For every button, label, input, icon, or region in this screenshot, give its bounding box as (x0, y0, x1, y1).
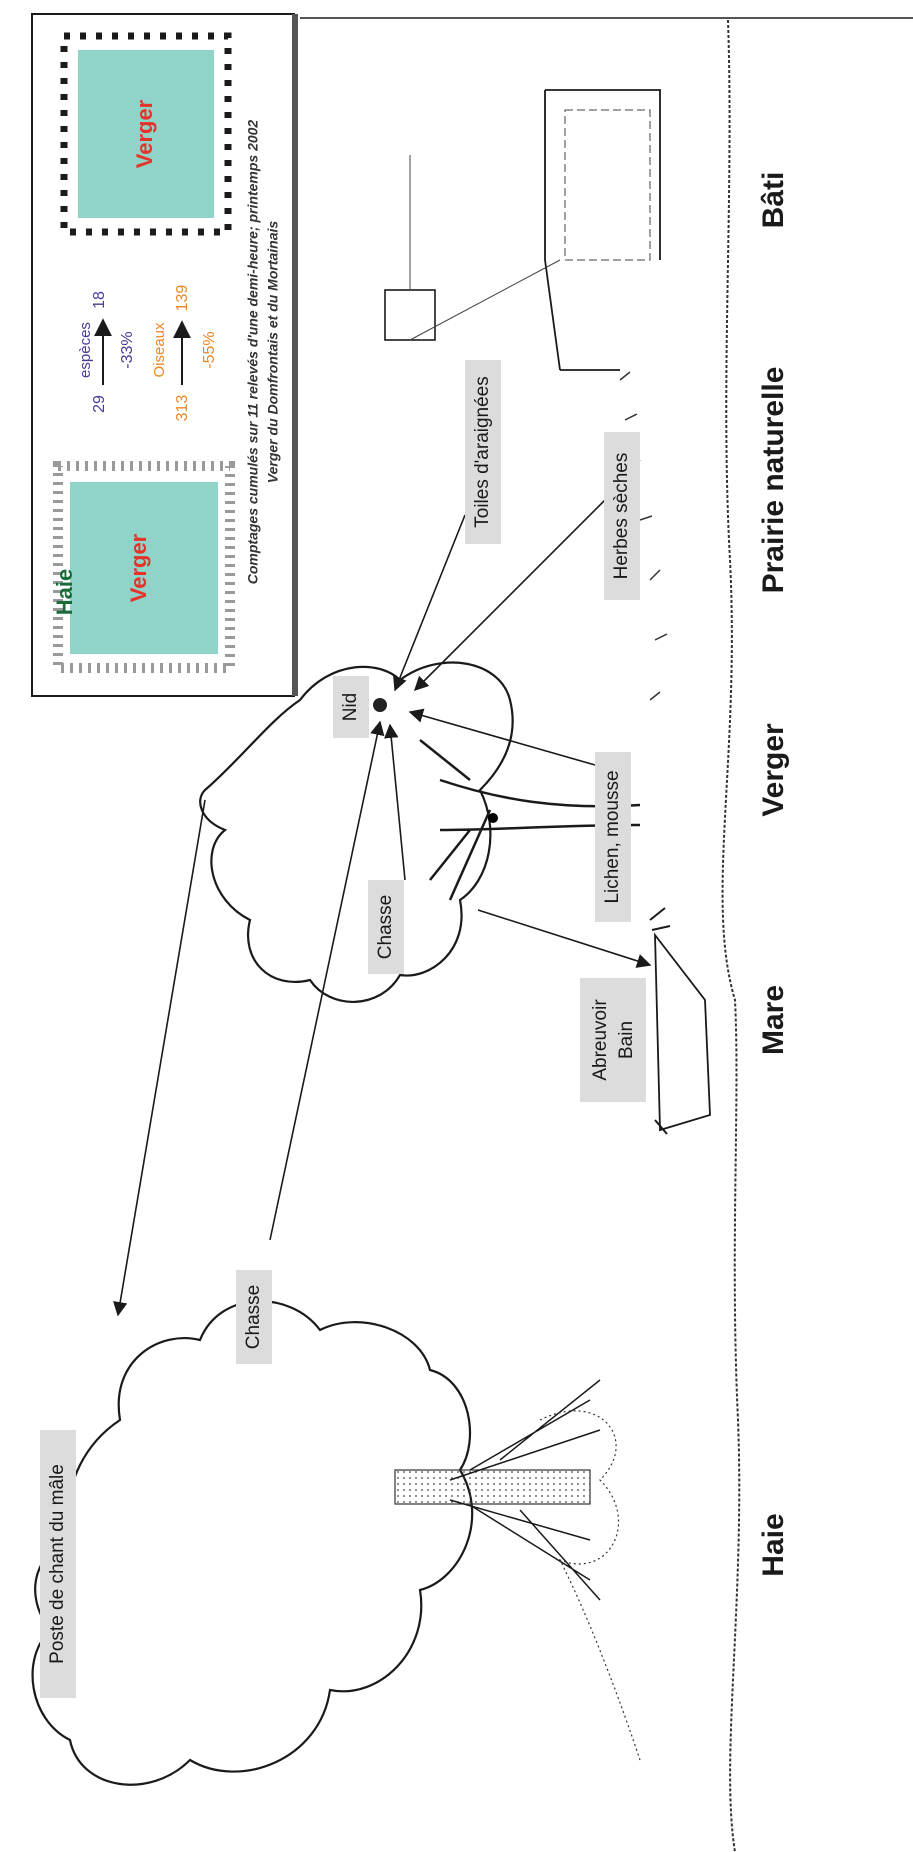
birds-change: -55% (201, 331, 218, 368)
orchard-tree-canopy (199, 661, 514, 1003)
species-to: 18 (91, 291, 108, 309)
hedge-border-orchard: Haie Verger (52, 461, 235, 673)
legend-caption-line1: Comptages cumulés sur 11 relevés d'une d… (245, 120, 261, 585)
nest-bird (373, 698, 387, 712)
species-comparison: espèces 29 18 -33% (77, 291, 136, 413)
ground-line (721, 19, 741, 1852)
arrow-abreuvoir (477, 909, 652, 968)
label-lichen: Lichen, mousse (595, 752, 631, 922)
legend-caption-line2: Verger du Domfrontais et du Mortainais (265, 221, 281, 484)
hedge-shrubs (449, 1379, 601, 1601)
pond (654, 932, 711, 1132)
birds-to: 139 (174, 285, 191, 312)
habitat-haie: Haie (757, 1513, 790, 1576)
label-chasse-right: Chasse (368, 880, 404, 974)
species-label: espèces (77, 322, 94, 378)
legend-box: Haie Verger Verger espèces 29 18 -33% Oi… (31, 13, 298, 697)
hedge-base (539, 1410, 641, 1761)
hedge-tree-trunk (394, 1469, 591, 1505)
label-toiles: Toiles d'araignées (465, 360, 501, 544)
label-abreuvoir-text: Abreuvoir (590, 999, 611, 1081)
building-lines (409, 155, 561, 341)
arrow-chasse-left (269, 720, 385, 1241)
label-toiles-text: Toiles d'araignées (472, 376, 493, 528)
pond-reeds (649, 907, 671, 1135)
birds-from: 313 (174, 395, 191, 422)
bare-orchard: Verger (60, 32, 232, 236)
label-poste-text: Poste de chant du mâle (47, 1464, 68, 1664)
species-from: 29 (91, 395, 108, 413)
legend-hedge-title: Haie (52, 569, 77, 615)
arrow-herbes (413, 499, 606, 692)
label-chasse-left-text: Chasse (243, 1285, 264, 1349)
label-chasse-left: Chasse (236, 1270, 272, 1364)
habitat-mare: Mare (757, 985, 790, 1055)
species-change: -33% (119, 331, 136, 368)
building-wall (544, 89, 661, 371)
label-bain-text: Bain (616, 1021, 637, 1059)
legend-orchard-right: Verger (132, 99, 157, 168)
nest-box-hole (488, 813, 498, 823)
label-herbes-text: Herbes sèches (611, 453, 632, 580)
birds-label: Oiseaux (151, 322, 168, 378)
arrow-chasse-right (384, 723, 406, 881)
arrow-toiles (393, 514, 466, 692)
building-stones (564, 109, 651, 261)
habitat-prairie: Prairie naturelle (757, 367, 790, 594)
habitat-verger: Verger (757, 723, 790, 817)
label-herbes: Herbes sèches (604, 432, 640, 600)
arrow-poste (113, 799, 206, 1317)
hedge-tree-canopy (31, 1300, 474, 1786)
label-lichen-text: Lichen, mousse (602, 770, 623, 903)
label-poste: Poste de chant du mâle (40, 1430, 76, 1698)
arrow-lichen (408, 708, 596, 766)
orchard-tree-trunk (419, 739, 641, 901)
label-chasse-right-text: Chasse (375, 895, 396, 959)
habitat-bati: Bâti (757, 172, 790, 229)
label-nid: Nid (333, 676, 369, 738)
legend-orchard-left: Verger (126, 533, 151, 602)
birds-comparison: Oiseaux 313 139 -55% (151, 285, 218, 422)
label-abreuvoir-bain: Abreuvoir Bain (580, 978, 646, 1102)
spider-web-box (384, 289, 436, 341)
label-nid-text: Nid (340, 693, 361, 722)
